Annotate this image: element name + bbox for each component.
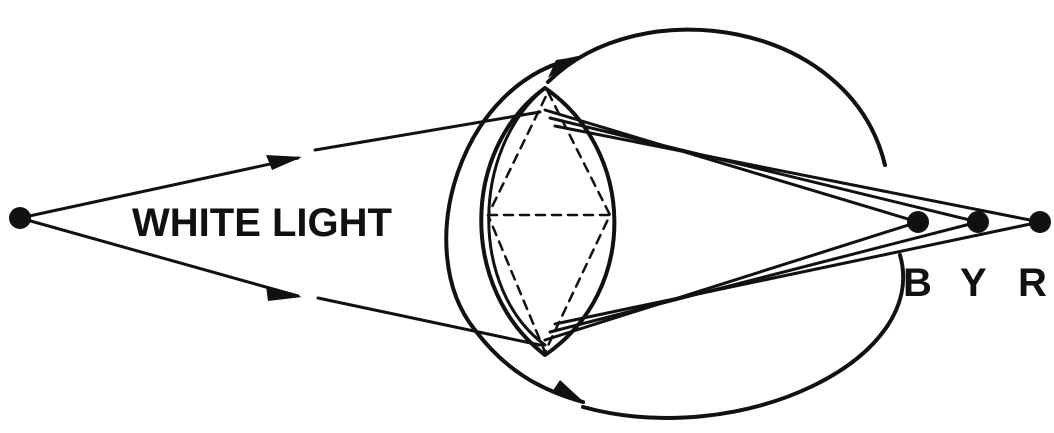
blue-focus-label: B — [903, 261, 932, 305]
ray-arrow-upper — [266, 155, 302, 170]
red-focus-label: R — [1018, 261, 1047, 305]
white-light-label: WHITE LIGHT — [132, 201, 392, 245]
light-source-point — [9, 207, 31, 229]
cornea-inner-edge — [489, 88, 545, 345]
incoming-ray-lower-b — [318, 298, 540, 345]
blue-focal-point — [907, 211, 929, 233]
red-focal-point — [1029, 211, 1051, 233]
refracted-rays — [545, 110, 1040, 340]
eyeball-outline-lower — [583, 255, 903, 418]
cornea-arrowhead-bottom — [552, 380, 586, 404]
ray-arrow-lower — [266, 286, 302, 301]
cornea-arc — [446, 58, 583, 402]
eyeball-outline — [548, 30, 885, 165]
yellow-focal-point — [967, 211, 989, 233]
yellow-focus-label: Y — [960, 261, 987, 305]
